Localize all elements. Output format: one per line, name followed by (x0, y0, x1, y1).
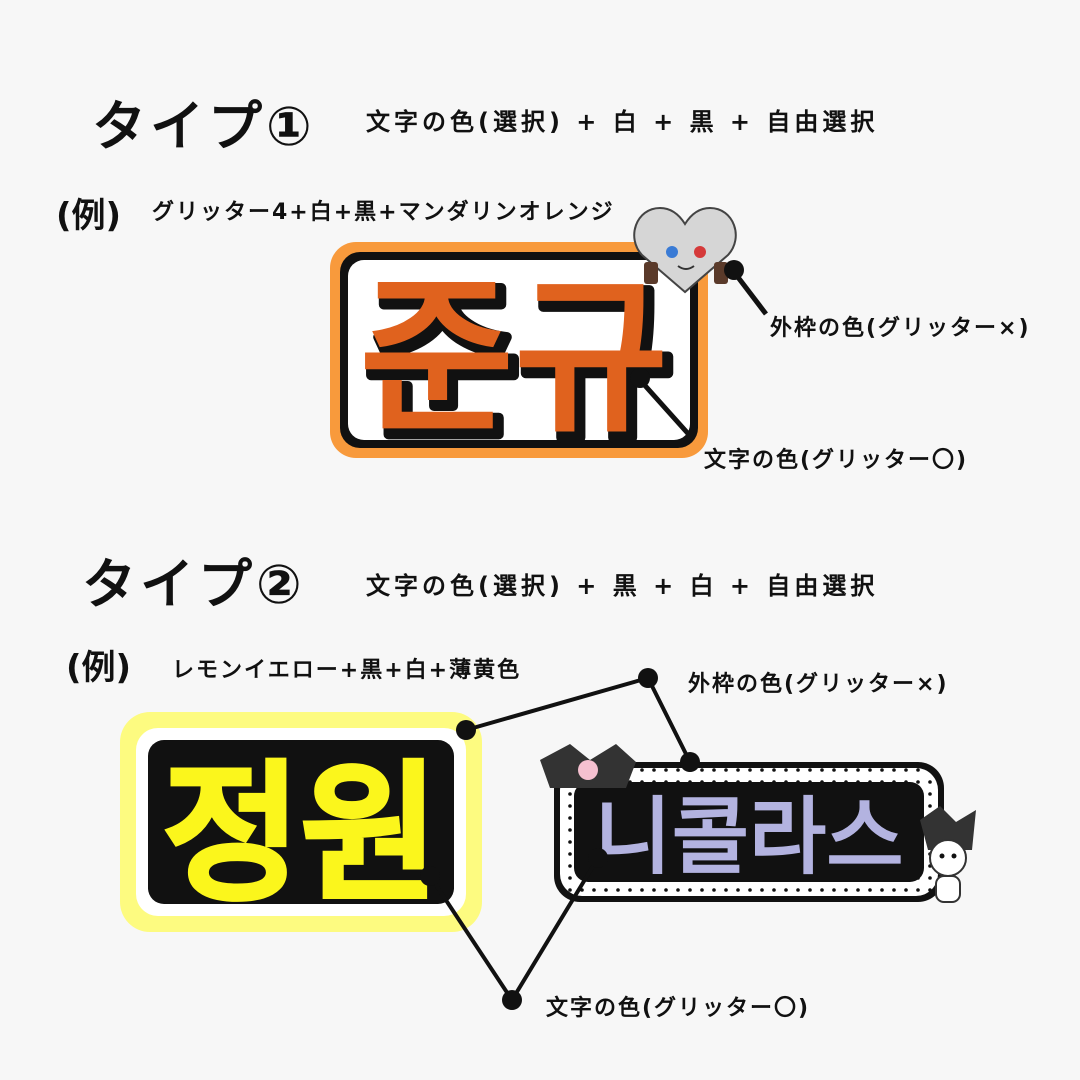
kuromi-left-icon (540, 744, 636, 788)
kuromi-right-icon (920, 806, 976, 903)
type1-sample-sign: 준규 준규 (330, 242, 708, 460)
type1-sample-text: 준규 (359, 260, 668, 456)
type2-annotation-outer: 外枠の色(グリッター×) (688, 672, 949, 697)
type1-example-tag: (例) (56, 196, 122, 236)
type1-example-text: グリッター4+白+黒+マンダリンオレンジ (152, 200, 615, 225)
type2-leader-outer (456, 668, 700, 772)
heart-character-icon (633, 206, 737, 294)
type1-annotation-text: 文字の色(グリッター〇) (704, 448, 969, 473)
type2-annotation-text: 文字の色(グリッター〇) (546, 996, 811, 1021)
type1-formula: 文字の色(選択) + 白 + 黒 + 自由選択 (366, 108, 879, 136)
type1-sample-shadow: 준규 (365, 266, 674, 460)
type2-sample-sign-2: 니콜라스 (540, 744, 976, 903)
type1-white-border (348, 260, 690, 440)
type2-sample-sign-1: 정원 (120, 712, 482, 932)
type2-sign2-inner (574, 782, 924, 882)
type1-title: タイプ① (92, 95, 316, 158)
type2-formula: 文字の色(選択) + 黒 + 白 + 自由選択 (366, 572, 879, 600)
type1-leader-outer (724, 260, 768, 316)
type1-leader-text (630, 368, 694, 440)
type2-example-text: レモンイエロー+黒+白+薄黄色 (172, 658, 522, 683)
type2-black-border (148, 740, 454, 904)
type2-title: タイプ② (82, 553, 306, 616)
type2-sample-text-1: 정원 (163, 748, 439, 922)
type2-leader-text (420, 848, 608, 1010)
type2-example-tag: (例) (66, 648, 132, 688)
type2-sample-text-2: 니콜라스 (594, 788, 903, 886)
type1-annotation-outer: 外枠の色(グリッター×) (770, 316, 1031, 341)
